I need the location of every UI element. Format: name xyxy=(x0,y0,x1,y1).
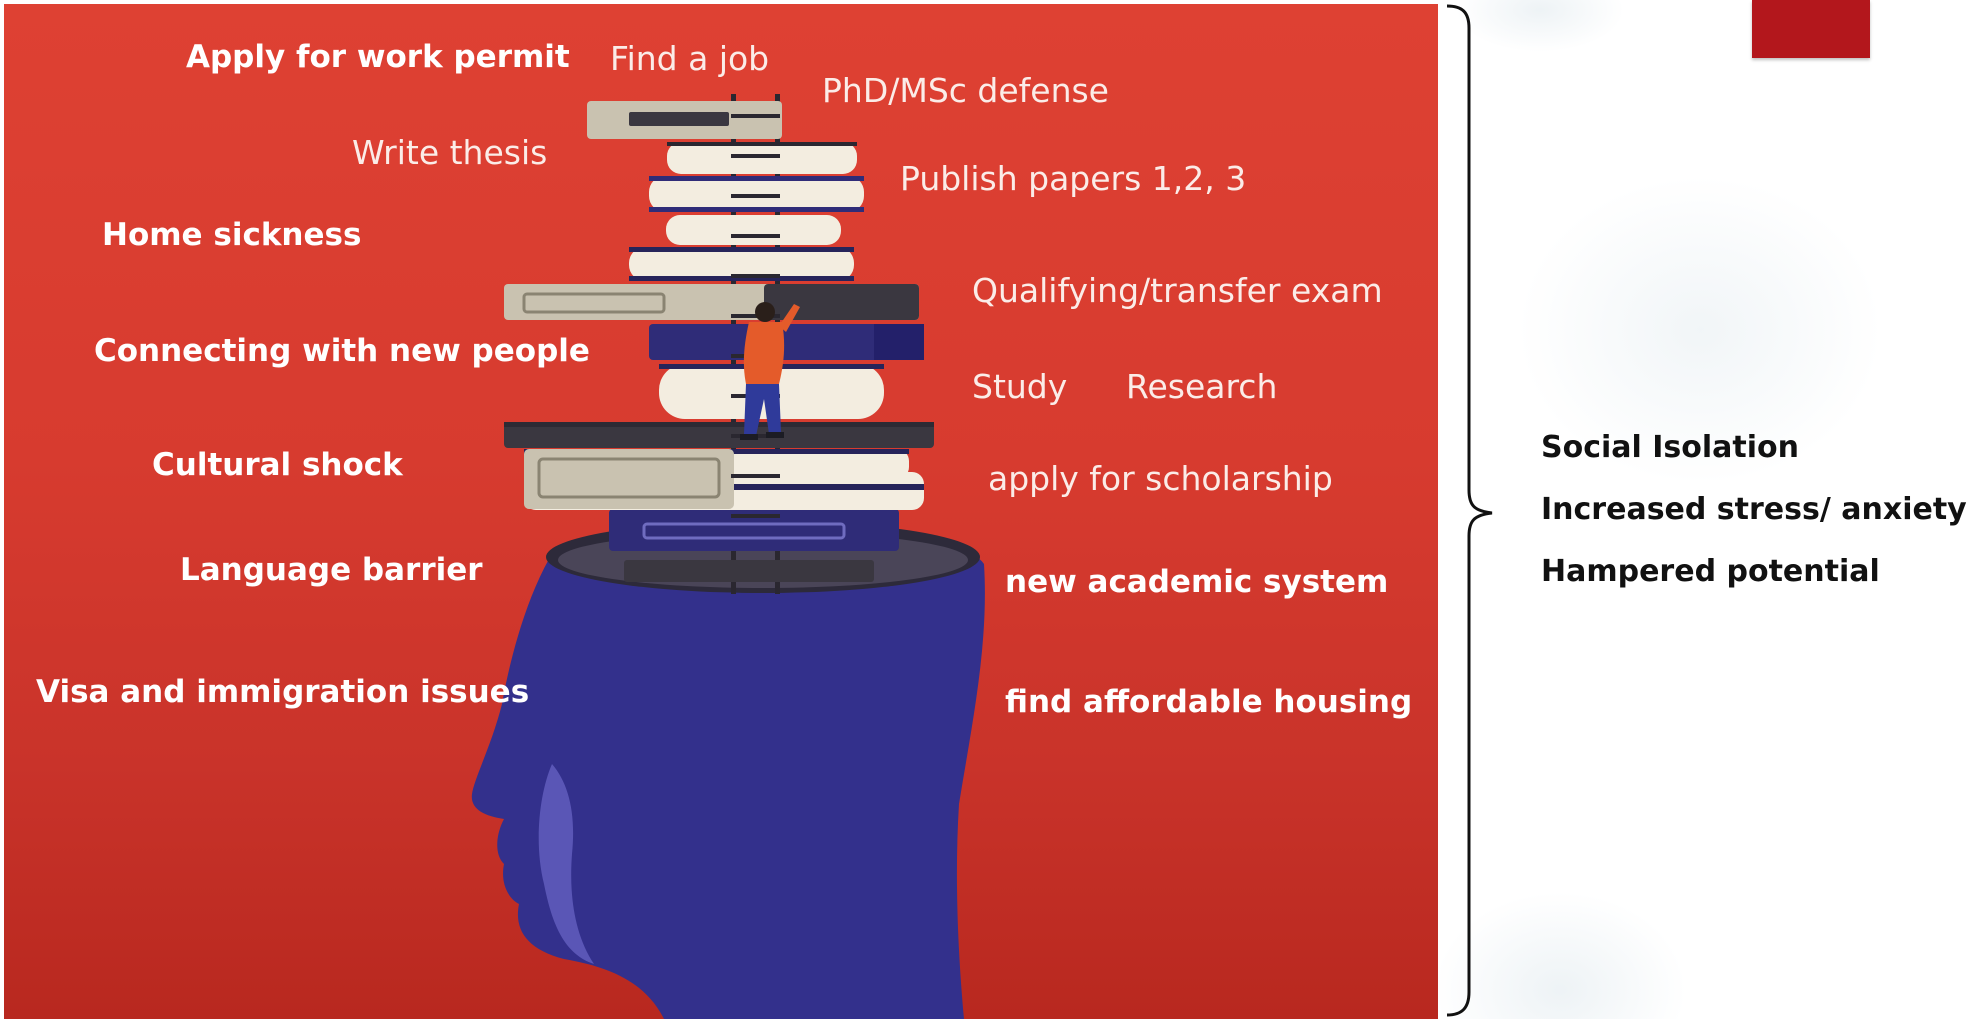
label-language-barrier: Language barrier xyxy=(180,552,483,588)
label-academic-system: new academic system xyxy=(1005,564,1389,600)
label-apply-scholarship: apply for scholarship xyxy=(988,459,1333,498)
label-apply-work-permit: Apply for work permit xyxy=(186,39,570,75)
face-highlight xyxy=(538,764,594,964)
label-research: Research xyxy=(1126,367,1278,406)
book-stack xyxy=(504,101,934,582)
label-connecting-people: Connecting with new people xyxy=(94,333,590,369)
label-publish-papers: Publish papers 1,2, 3 xyxy=(900,159,1247,198)
label-qualifying-exam: Qualifying/transfer exam xyxy=(972,271,1383,310)
head-with-books-illustration xyxy=(471,94,985,1019)
label-cultural-shock: Cultural shock xyxy=(152,447,403,483)
outcomes-list: Social Isolation Increased stress/ anxie… xyxy=(1541,430,1967,616)
label-study: Study xyxy=(972,367,1068,406)
illustration-panel: Apply for work permit Write thesis Home … xyxy=(4,4,1438,1019)
outcome-stress-anxiety: Increased stress/ anxiety xyxy=(1541,492,1967,527)
label-home-sickness: Home sickness xyxy=(102,217,362,253)
head-silhouette xyxy=(471,544,985,1019)
corner-accent-square xyxy=(1752,0,1870,58)
label-visa-immigration: Visa and immigration issues xyxy=(36,674,530,710)
outcome-hampered-potential: Hampered potential xyxy=(1541,554,1880,589)
label-find-job: Find a job xyxy=(610,39,770,78)
climbing-figure xyxy=(740,302,800,440)
label-phd-defense: PhD/MSc defense xyxy=(822,71,1109,110)
label-affordable-housing: find affordable housing xyxy=(1005,684,1413,720)
outcome-social-isolation: Social Isolation xyxy=(1541,430,1800,465)
label-write-thesis: Write thesis xyxy=(352,133,548,172)
